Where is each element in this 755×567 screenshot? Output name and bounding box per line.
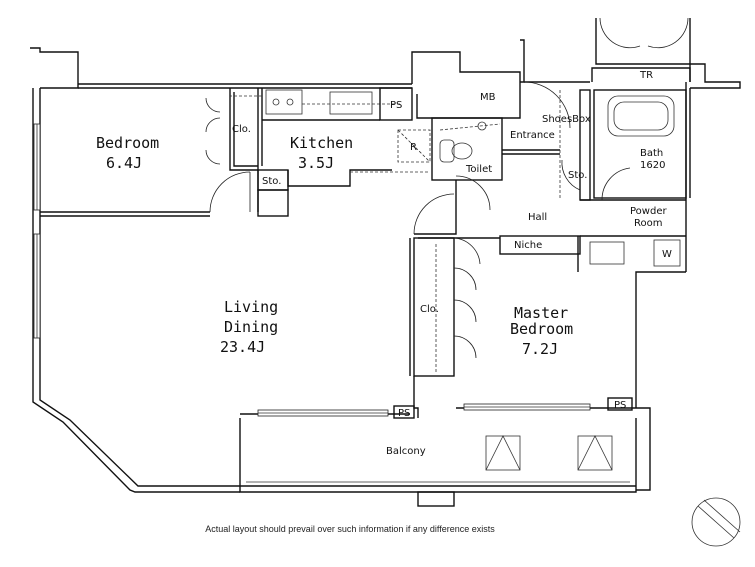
powder-room-label: Room <box>634 218 662 229</box>
toilet-label: Toilet <box>465 164 492 175</box>
niche-label: Niche <box>514 240 542 251</box>
disclaimer-text: Actual layout should prevail over such i… <box>205 524 495 534</box>
master-bedroom-label: Bedroom <box>510 320 573 338</box>
pipe-space-label-living: PS <box>398 408 410 419</box>
vent-icon <box>485 435 613 471</box>
refrigerator-label: R <box>410 142 417 153</box>
bedroom-closet-label: Clo. <box>232 124 251 135</box>
living-size: 23.4J <box>220 338 265 356</box>
living-label: Living <box>224 298 278 316</box>
window-icon <box>33 123 41 339</box>
powder-label: Powder <box>630 206 667 217</box>
washer-label: W <box>662 249 672 260</box>
kitchen-label: Kitchen <box>290 134 353 152</box>
window-icon <box>257 403 591 417</box>
outer-walls <box>30 18 741 507</box>
bedroom-size: 6.4J <box>106 154 142 172</box>
door-swing-icon <box>205 17 689 359</box>
pipe-space-label-master: PS <box>614 400 626 411</box>
balcony-label: Balcony <box>386 446 426 457</box>
entrance-label: Entrance <box>510 130 555 141</box>
storage-label: Sto. <box>262 176 281 187</box>
toilet-icon <box>439 121 487 163</box>
bath-size: 1620 <box>640 160 665 171</box>
shoes-box-label: ShoesBox <box>542 114 591 125</box>
pipe-space-label: PS <box>390 100 402 111</box>
master-label: Master <box>514 304 568 322</box>
master-size: 7.2J <box>522 340 558 358</box>
compass-icon <box>691 497 741 547</box>
dining-label: Dining <box>224 318 278 336</box>
trunk-room-label: TR <box>639 70 653 81</box>
kitchen-size: 3.5J <box>298 154 334 172</box>
entrance-storage-label: Sto. <box>568 170 587 181</box>
master-closet-label: Clo. <box>420 304 439 315</box>
bath-label: Bath <box>640 148 663 159</box>
meter-box-label: MB <box>480 92 496 103</box>
hall-label: Hall <box>528 212 547 223</box>
bedroom-label: Bedroom <box>96 134 159 152</box>
